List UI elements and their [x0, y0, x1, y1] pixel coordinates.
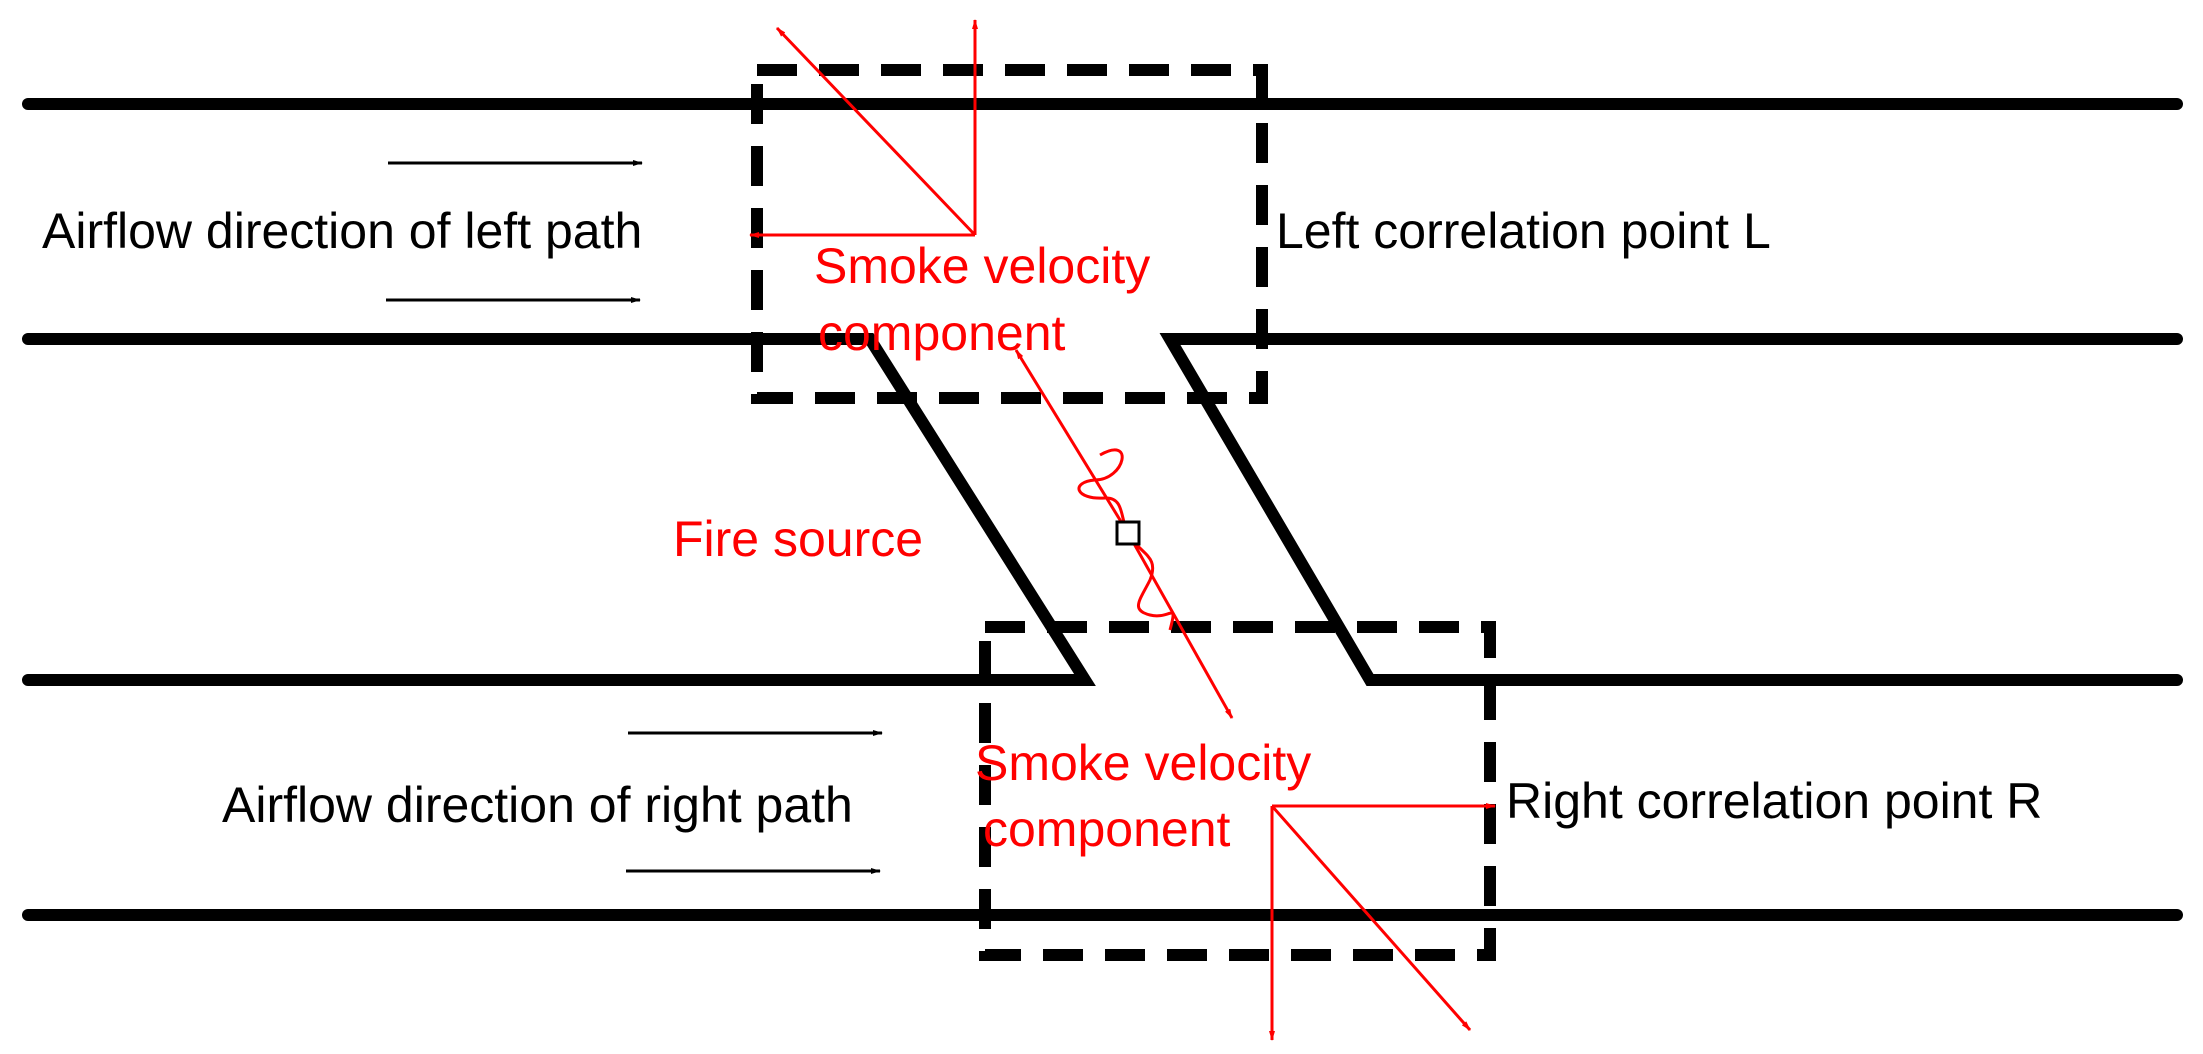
right-smoke-vectors [1269, 803, 1496, 1041]
right-correlation-box [979, 621, 1496, 961]
right-smoke-component-label-line2: component [983, 801, 1230, 857]
right-smoke-component-label-line1: Smoke velocity [975, 735, 1311, 791]
left-smoke-vector-diagonal [775, 26, 977, 237]
tunnel-walls [22, 98, 2183, 921]
left-smoke-vectors [749, 19, 978, 238]
smoke-spread-up-arrow [1014, 349, 1130, 534]
fire-source-label: Fire source [673, 511, 923, 567]
left-path-bottom-wall-left [22, 333, 1096, 686]
airflow-arrows [386, 160, 883, 874]
smoke-plume-upper-loop [1077, 448, 1130, 534]
left-airflow-label: Airflow direction of left path [42, 203, 642, 259]
smoke-spread-down-arrow [1126, 532, 1234, 719]
smoke-plume-lower-loop [1126, 532, 1175, 631]
right-correlation-point-label: Right correlation point R [1506, 773, 2042, 829]
passage-smoke [1014, 349, 1234, 719]
left-correlation-point-label: Left correlation point L [1276, 203, 1771, 259]
right-airflow-label: Airflow direction of right path [222, 777, 853, 833]
right-smoke-vector-diagonal [1270, 805, 1472, 1031]
fire-source-marker [1115, 520, 1141, 546]
left-smoke-component-label-line2: component [818, 305, 1065, 361]
left-smoke-component-label-line1: Smoke velocity [814, 238, 1150, 294]
left-path-bottom-wall-right [1159, 333, 2183, 686]
